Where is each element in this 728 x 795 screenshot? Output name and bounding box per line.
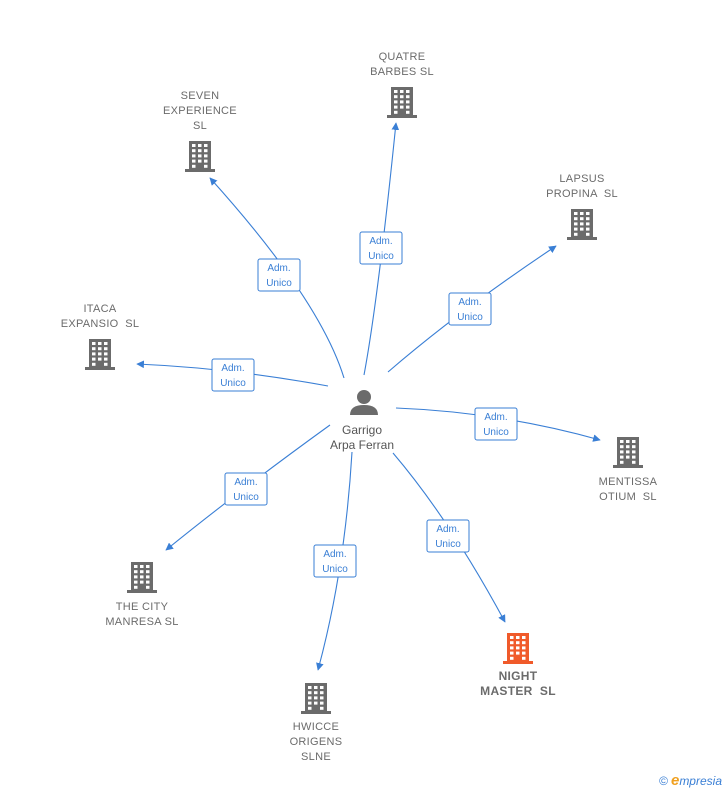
- center-label-line-1: Garrigo: [342, 423, 382, 437]
- edge-label-thecity[interactable]: Adm. Unico: [224, 472, 268, 506]
- brand-initial: e: [670, 772, 680, 789]
- edge-label-text: Adm.: [221, 363, 244, 374]
- edge-label-hwicce[interactable]: Adm. Unico: [313, 544, 357, 578]
- building-icon: [613, 437, 643, 468]
- company-label-line: MANRESA SL: [105, 616, 178, 628]
- company-label-line: LAPSUS: [559, 173, 604, 185]
- edge-label-text: Adm.: [458, 297, 481, 308]
- edge-label-text: Adm.: [436, 524, 459, 535]
- company-label-line: SLNE: [301, 751, 331, 763]
- edge-label-text: Unico: [457, 312, 483, 323]
- company-node-hwicce[interactable]: HWICCE ORIGENS SLNE: [290, 683, 343, 763]
- edge-label-text: Unico: [220, 378, 246, 389]
- copyright-icon: ©: [659, 774, 668, 788]
- company-label-line: MENTISSA: [599, 476, 658, 488]
- edge-label-text: Unico: [233, 492, 259, 503]
- edge-label-box: [211, 358, 255, 392]
- edge-label-mentissa[interactable]: Adm. Unico: [474, 407, 518, 441]
- building-icon: [185, 141, 215, 172]
- edge-label-box: [313, 544, 357, 578]
- company-label-line: NIGHT: [499, 669, 538, 683]
- center-label-line-2: Arpa Ferran: [330, 438, 394, 452]
- edge-label-text: Adm.: [369, 236, 392, 247]
- edge-label-box: [448, 292, 492, 326]
- company-node-lapsus[interactable]: LAPSUS PROPINA SL: [546, 173, 618, 240]
- edge-quatre: [363, 122, 400, 376]
- center-person-node[interactable]: Garrigo Arpa Ferran: [330, 390, 394, 452]
- company-label-line: HWICCE: [293, 721, 339, 733]
- edge-label-box: [224, 472, 268, 506]
- edge-label-box: [474, 407, 518, 441]
- company-label-line: EXPANSIO SL: [61, 318, 140, 330]
- building-icon: [85, 339, 115, 370]
- building-icon: [503, 633, 533, 664]
- company-node-itaca[interactable]: ITACA EXPANSIO SL: [61, 303, 140, 370]
- company-node-seven[interactable]: SEVEN EXPERIENCE SL: [163, 90, 237, 172]
- person-icon: [350, 390, 378, 415]
- company-label-line: MASTER SL: [480, 684, 556, 698]
- edge-label-text: Unico: [435, 539, 461, 550]
- company-node-quatre[interactable]: QUATRE BARBES SL: [370, 51, 434, 118]
- company-label-line: ORIGENS: [290, 736, 343, 748]
- building-icon: [301, 683, 331, 714]
- company-node-mentissa[interactable]: MENTISSA OTIUM SL: [599, 437, 658, 503]
- company-label-line: THE CITY: [116, 601, 169, 613]
- edge-label-itaca[interactable]: Adm. Unico: [211, 358, 255, 392]
- company-label-line: ITACA: [83, 303, 116, 315]
- edge-label-box: [257, 258, 301, 292]
- building-icon: [387, 87, 417, 118]
- brand-watermark: ©empresia: [659, 772, 722, 789]
- company-label-line: EXPERIENCE: [163, 105, 237, 117]
- edge-label-box: [359, 231, 403, 265]
- edge-label-text: Adm.: [234, 477, 257, 488]
- edge-label-text: Unico: [483, 427, 509, 438]
- company-node-thecity[interactable]: THE CITY MANRESA SL: [105, 562, 178, 628]
- building-icon: [567, 209, 597, 240]
- edge-label-text: Unico: [266, 278, 292, 289]
- company-label-line: QUATRE: [379, 51, 426, 63]
- edge-label-text: Adm.: [484, 412, 507, 423]
- edge-labels-layer: Adm.UnicoAdm.UnicoAdm.UnicoAdm.UnicoAdm.…: [211, 231, 518, 578]
- edge-label-text: Unico: [368, 251, 394, 262]
- company-label-line: SL: [193, 120, 207, 132]
- edge-label-text: Adm.: [323, 549, 346, 560]
- company-label-line: SEVEN: [181, 90, 220, 102]
- edge-label-text: Unico: [322, 564, 348, 575]
- nodes-layer: QUATRE BARBES SL SEVEN EXPERIENCE SL LAPSUS PR…: [61, 51, 658, 763]
- company-label-line: OTIUM SL: [599, 491, 657, 503]
- building-icon: [127, 562, 157, 593]
- company-label-line: BARBES SL: [370, 66, 434, 78]
- edge-label-night[interactable]: Adm. Unico: [426, 519, 470, 553]
- company-label-line: PROPINA SL: [546, 188, 618, 200]
- edge-label-lapsus[interactable]: Adm. Unico: [448, 292, 492, 326]
- edge-label-seven[interactable]: Adm. Unico: [257, 258, 301, 292]
- edge-label-quatre[interactable]: Adm. Unico: [359, 231, 403, 265]
- edge-label-box: [426, 519, 470, 553]
- brand-name: mpresia: [679, 774, 722, 788]
- edge-label-text: Adm.: [267, 263, 290, 274]
